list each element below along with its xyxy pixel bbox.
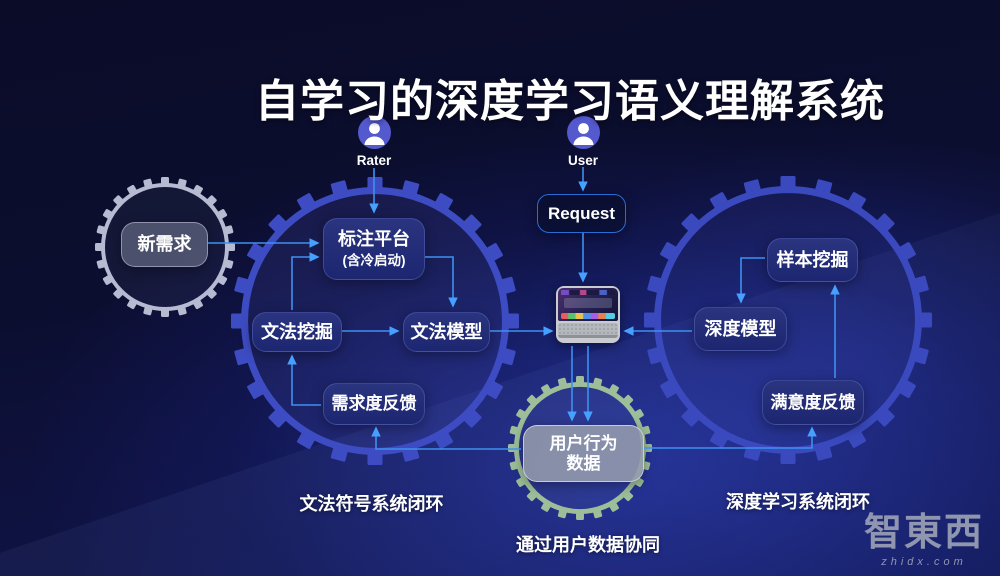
new-demand-gear xyxy=(95,177,235,317)
caption-deep-learning-loop: 深度学习系统闭环 xyxy=(726,492,870,512)
user-behavior-data-node: 用户行为 数据 xyxy=(523,425,644,482)
annotation-platform-node: 标注平台 (含冷启动) xyxy=(323,218,425,280)
watermark: 智東西 zhidx.com xyxy=(863,512,984,568)
caption-user-data-collaboration: 通过用户数据协同 xyxy=(516,535,660,555)
user-actor: User xyxy=(551,116,615,168)
page-title: 自学习的深度学习语义理解系统 xyxy=(255,77,885,127)
satisfaction-feedback-node: 满意度反馈 xyxy=(762,380,864,425)
user-avatar-icon xyxy=(566,116,600,149)
watermark-domain: zhidx.com xyxy=(881,556,967,568)
demand-feedback-node: 需求度反馈 xyxy=(323,383,425,425)
new-demand-node: 新需求 xyxy=(121,222,208,267)
device-screen xyxy=(558,288,618,321)
rater-actor: Rater xyxy=(342,116,406,168)
deep-model-node: 深度模型 xyxy=(694,307,787,351)
rater-label: Rater xyxy=(356,153,392,168)
grammar-model-node: 文法模型 xyxy=(403,312,490,352)
rater-avatar-icon xyxy=(357,116,391,149)
user-label: User xyxy=(567,153,599,168)
smart-display-device-icon xyxy=(556,286,620,343)
sample-mining-node: 样本挖掘 xyxy=(767,238,858,282)
grammar-mining-node: 文法挖掘 xyxy=(252,312,342,352)
caption-grammar-loop: 文法符号系统闭环 xyxy=(299,494,444,514)
watermark-logo: 智東西 xyxy=(863,512,984,555)
device-speaker xyxy=(558,323,618,338)
request-node: Request xyxy=(537,194,626,233)
